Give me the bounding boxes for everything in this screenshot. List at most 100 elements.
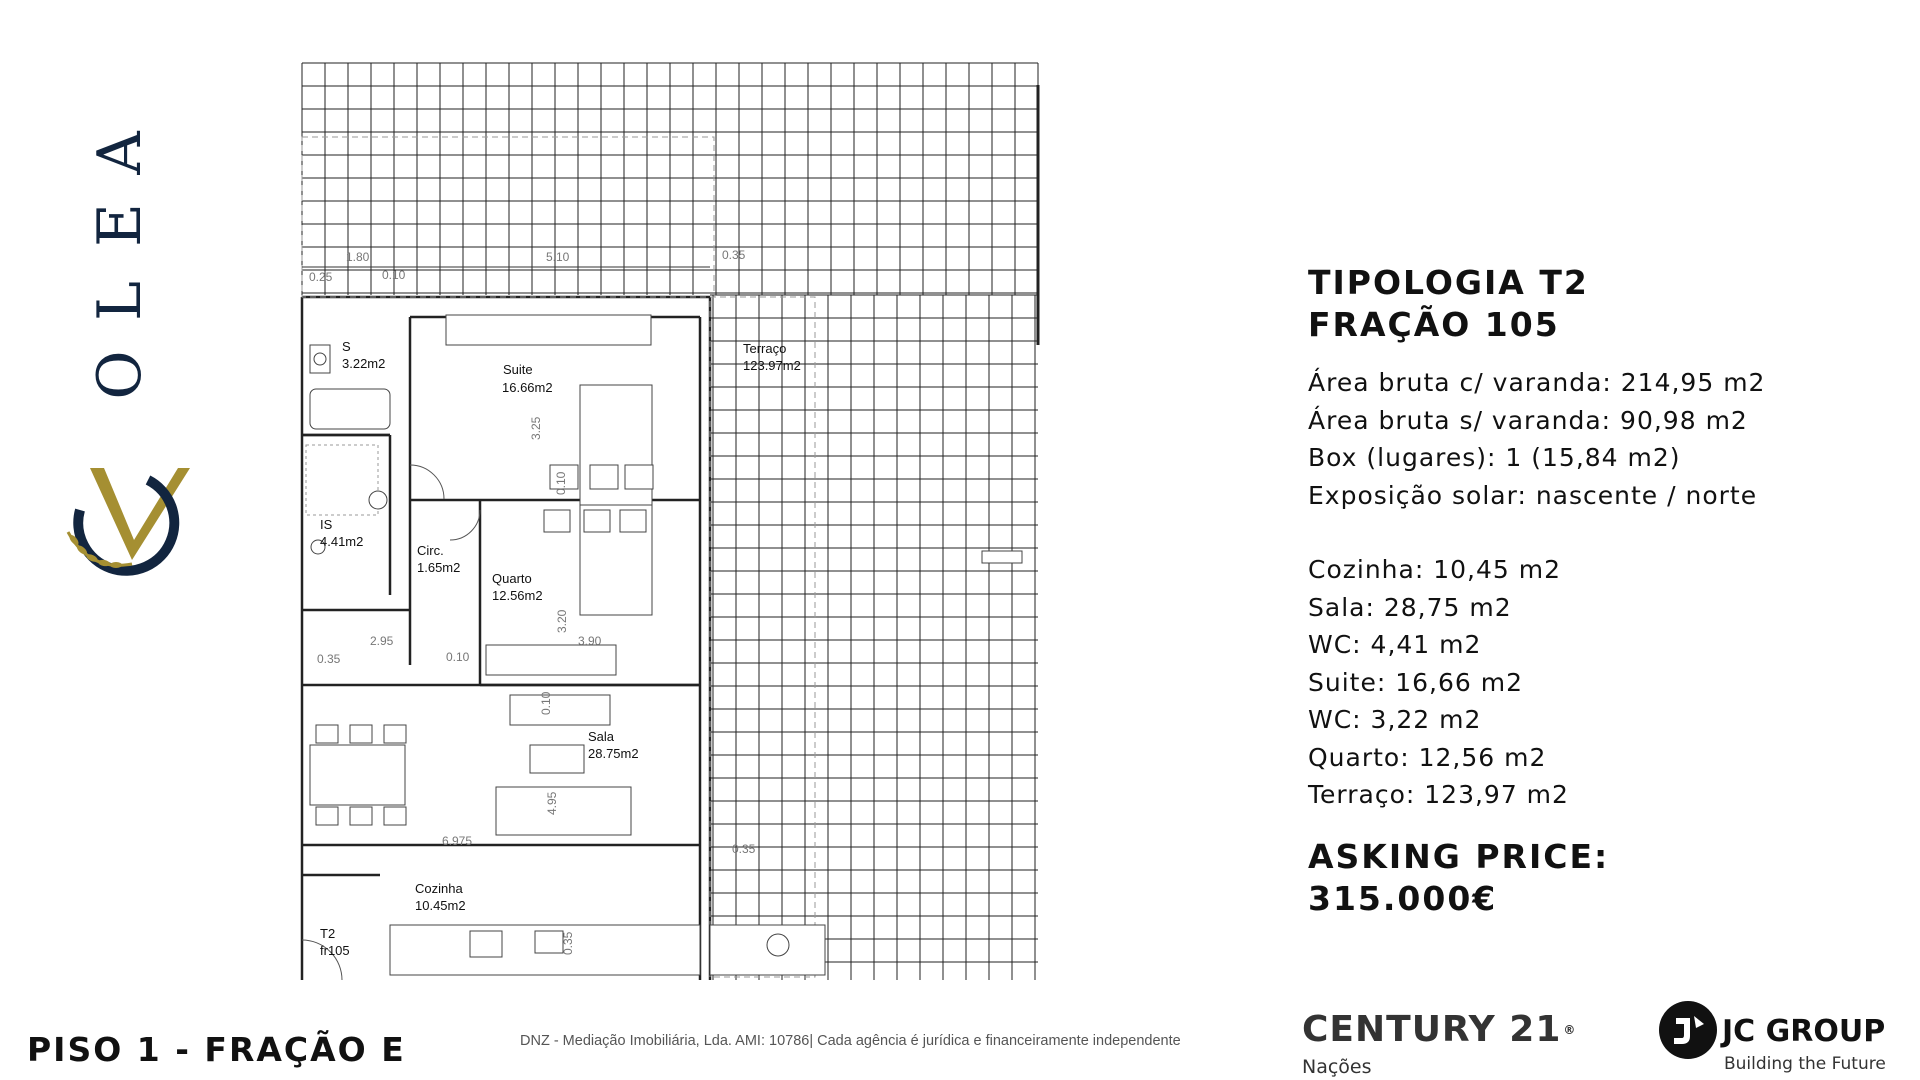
terrace-outline-dashed bbox=[709, 296, 816, 978]
dimension-label: 0.35 bbox=[561, 931, 575, 955]
dimension-label: 3.25 bbox=[529, 416, 543, 440]
dimension-label: 4.95 bbox=[545, 791, 559, 815]
unit-tag-line1: T2 bbox=[320, 926, 335, 941]
room-area-circ: 1.65m2 bbox=[417, 560, 460, 575]
dimension-label: 0.35 bbox=[317, 652, 341, 666]
dining-table bbox=[309, 744, 406, 806]
dimension-label: 0.10 bbox=[382, 268, 406, 282]
nightstand bbox=[619, 509, 647, 533]
room-name-s: S bbox=[342, 339, 351, 354]
room-name-terraco: Terraço bbox=[743, 341, 786, 356]
olea-logo-wordmark: A E L O bbox=[70, 118, 170, 418]
nightstand bbox=[543, 509, 571, 533]
chair bbox=[349, 806, 373, 826]
olea-emblem-icon bbox=[66, 468, 190, 576]
door-swing bbox=[301, 939, 343, 981]
room-area-line: Quarto: 12,56 m2 bbox=[1308, 742, 1547, 772]
terrace-drain bbox=[981, 550, 1023, 564]
room-area-quarto: 12.56m2 bbox=[492, 588, 543, 603]
bathtub bbox=[309, 388, 391, 430]
washbasin-bowl bbox=[368, 490, 388, 510]
typology-title: TIPOLOGIA T2 bbox=[1308, 263, 1589, 302]
door-swing bbox=[449, 509, 481, 541]
jc-group-logo-icon bbox=[1659, 1001, 1717, 1059]
jc-group-logo: JC GROUP Building the Future bbox=[1656, 998, 1896, 1078]
room-name-sala: Sala bbox=[588, 729, 615, 744]
dimension-label: 2.95 bbox=[370, 634, 394, 648]
dimension-label: 0.10 bbox=[446, 650, 470, 664]
room-area-line: WC: 3,22 m2 bbox=[1308, 705, 1482, 734]
sink bbox=[534, 930, 564, 954]
cooktop bbox=[469, 930, 503, 958]
room-name-suite: Suite bbox=[503, 362, 533, 377]
tv-unit bbox=[509, 694, 611, 726]
nightstand bbox=[549, 464, 579, 490]
property-info-panel: TIPOLOGIA T2 FRAÇÃO 105 Área bruta c/ va… bbox=[1308, 262, 1848, 920]
room-area-line: Suite: 16,66 m2 bbox=[1308, 667, 1523, 697]
room-area-is: 4.41m2 bbox=[320, 534, 363, 549]
room-area-line: Terraço: 123,97 m2 bbox=[1308, 780, 1569, 809]
chair bbox=[349, 724, 373, 744]
room-name-cozinha: Cozinha bbox=[415, 881, 463, 896]
room-name-quarto: Quarto bbox=[492, 571, 532, 586]
floor-label: PISO 1 - FRAÇÃO E bbox=[27, 1030, 406, 1069]
room-area-terraco: 123.97m2 bbox=[743, 358, 801, 373]
detail-line: Exposição solar: nascente / norte bbox=[1308, 480, 1758, 510]
unit-title: FRAÇÃO 105 bbox=[1308, 305, 1560, 344]
room-area-suite: 16.66m2 bbox=[502, 380, 553, 395]
chair bbox=[383, 724, 407, 744]
washing-machine bbox=[766, 933, 790, 957]
detail-line: Box (lugares): 1 (15,84 m2) bbox=[1308, 443, 1681, 472]
room-area-line: Sala: 28,75 m2 bbox=[1308, 592, 1512, 622]
wardrobe bbox=[485, 644, 617, 676]
dimension-label: 3.90 bbox=[578, 634, 602, 648]
roof-outline-dashed bbox=[301, 136, 715, 298]
floor-plan: S 3.22m2 Suite 16.66m2 Terraço 123.97m2 … bbox=[290, 55, 1055, 985]
shower-tray bbox=[305, 444, 379, 516]
asking-price: ASKING PRICE: 315.000€ bbox=[1308, 836, 1848, 920]
room-area-cozinha: 10.45m2 bbox=[415, 898, 466, 913]
toilet bbox=[310, 539, 326, 555]
chair bbox=[315, 806, 339, 826]
dimension-label: 0.25 bbox=[309, 270, 333, 284]
jc-group-name: JC GROUP bbox=[1722, 1014, 1886, 1049]
jc-group-tagline: Building the Future bbox=[1724, 1054, 1886, 1074]
sofa bbox=[495, 786, 632, 836]
coffee-table bbox=[529, 744, 585, 774]
washbasin-bowl bbox=[313, 352, 327, 366]
century21-logo: CENTURY 21® Nações bbox=[1302, 1009, 1577, 1079]
century21-branch: Nações bbox=[1302, 1056, 1372, 1078]
century21-name: CENTURY 21 bbox=[1302, 1009, 1562, 1050]
dimension-label: 3.20 bbox=[555, 609, 569, 633]
room-area-line: WC: 4,41 m2 bbox=[1308, 630, 1482, 659]
olea-logo-letter: O bbox=[85, 350, 155, 400]
dimension-label: 5.10 bbox=[546, 250, 570, 264]
dimension-label: 6.975 bbox=[442, 834, 472, 848]
dimension-label: 0.35 bbox=[732, 842, 756, 856]
nightstand bbox=[624, 464, 654, 490]
registered-mark: ® bbox=[1563, 1023, 1577, 1037]
room-name-is: IS bbox=[320, 517, 333, 532]
dimension-label: 0.10 bbox=[554, 471, 568, 495]
detail-line: Área bruta s/ varanda: 90,98 m2 bbox=[1308, 405, 1748, 435]
chair bbox=[383, 806, 407, 826]
agency-disclaimer: DNZ - Mediação Imobiliária, Lda. AMI: 10… bbox=[520, 1033, 1181, 1049]
dimension-label: 1.80 bbox=[346, 250, 370, 264]
room-name-circ: Circ. bbox=[417, 543, 444, 558]
detail-line: Área bruta c/ varanda: 214,95 m2 bbox=[1308, 368, 1766, 397]
terrace-tile-grid bbox=[301, 62, 1039, 980]
room-areas-list: Cozinha: 10,45 m2 Sala: 28,75 m2 WC: 4,4… bbox=[1308, 551, 1848, 814]
room-area-line: Cozinha: 10,45 m2 bbox=[1308, 555, 1561, 584]
nightstand bbox=[589, 464, 619, 490]
nightstand bbox=[583, 509, 611, 533]
unit-tag-line2: fr105 bbox=[320, 943, 350, 958]
dimension-label: 0.35 bbox=[722, 248, 746, 262]
floor-plan-furniture bbox=[301, 314, 1023, 981]
price-value: 315.000€ bbox=[1308, 878, 1498, 918]
room-area-s: 3.22m2 bbox=[342, 356, 385, 371]
price-label: ASKING PRICE: bbox=[1308, 836, 1610, 876]
wardrobe bbox=[445, 314, 652, 346]
chair bbox=[315, 724, 339, 744]
dimension-label: 0.10 bbox=[539, 691, 553, 715]
area-summary: Área bruta c/ varanda: 214,95 m2 Área br… bbox=[1308, 364, 1848, 514]
